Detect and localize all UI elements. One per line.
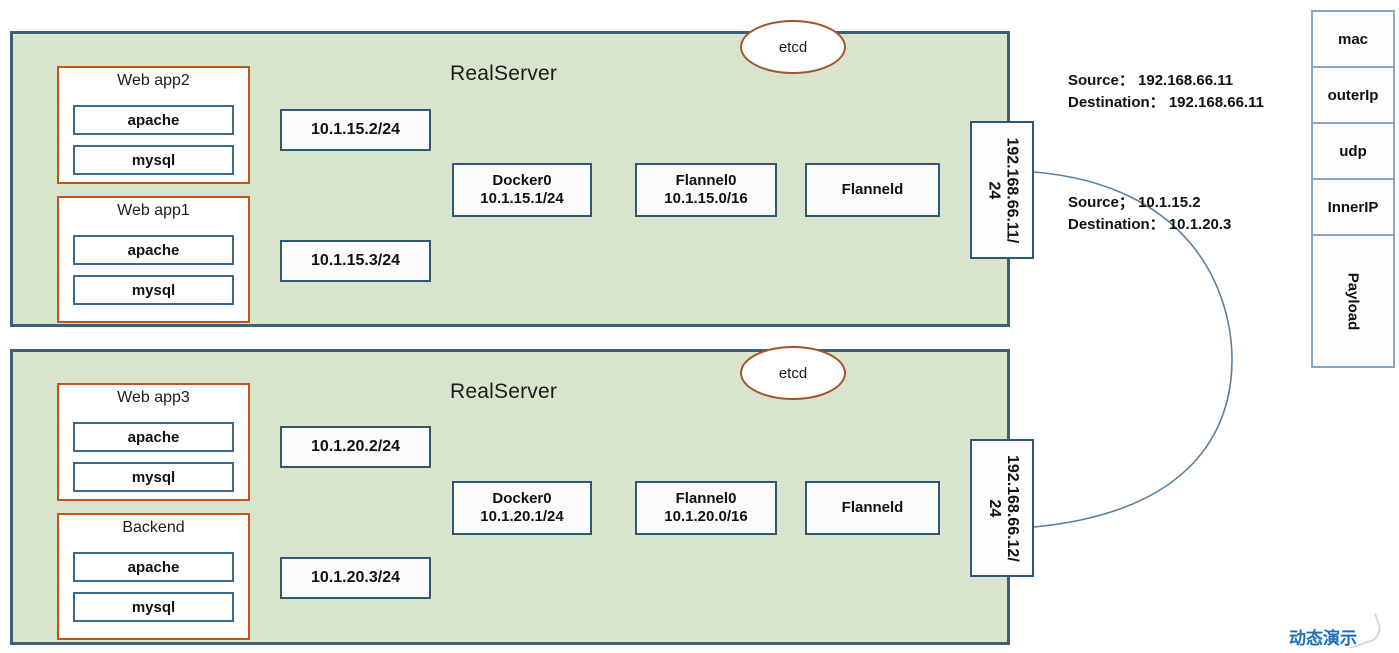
packet-field-payload: Payload	[1313, 236, 1393, 366]
host-ip-line2: 24	[985, 181, 1003, 199]
app-container-backend: Backend apache mysql	[57, 513, 250, 640]
docker0-box: Docker0 10.1.15.1/24	[452, 163, 592, 217]
packet-structure-stack: mac outerIp udp InnerIP Payload	[1311, 10, 1395, 368]
service-box-apache: apache	[73, 422, 234, 452]
inner-packet-annotation: Source； 10.1.15.2 Destination： 10.1.20.3	[1068, 192, 1231, 236]
flannel0-box: Flannel0 10.1.15.0/16	[635, 163, 777, 217]
flannel0-cidr: 10.1.15.0/16	[664, 190, 748, 207]
host-ip-box: 192.168.66.11/ 24	[970, 121, 1034, 259]
packet-field-udp: udp	[1313, 124, 1393, 180]
app-container-web-app2: Web app2 apache mysql	[57, 66, 250, 184]
wire-host-to-host-arc	[1033, 171, 1233, 528]
host-ip-box: 192.168.66.12/ 24	[970, 439, 1034, 577]
watermark-text: 动态演示	[1289, 629, 1357, 648]
outer-packet-annotation: Source： 192.168.66.11 Destination： 192.1…	[1068, 70, 1264, 114]
app-container-web-app1: Web app1 apache mysql	[57, 196, 250, 323]
service-box-apache: apache	[73, 235, 234, 265]
packet-field-innerip: InnerIP	[1313, 180, 1393, 236]
service-box-mysql: mysql	[73, 462, 234, 492]
service-box-mysql: mysql	[73, 592, 234, 622]
outer-source-label: Source： 192.168.66.11	[1068, 72, 1234, 89]
etcd-node: etcd	[740, 346, 846, 400]
flannel0-box: Flannel0 10.1.20.0/16	[635, 481, 777, 535]
server-panel-2-title: RealServer	[450, 380, 558, 403]
etcd-node: etcd	[740, 20, 846, 74]
docker0-name: Docker0	[492, 171, 552, 189]
host-ip-line1: 192.168.66.12/	[1003, 454, 1021, 562]
flannel0-name: Flannel0	[675, 489, 737, 507]
flannel0-name: Flannel0	[675, 171, 737, 189]
server-panel-1-title: RealServer	[450, 62, 558, 85]
app-container-title: Backend	[122, 519, 185, 536]
docker0-cidr: 10.1.15.1/24	[480, 190, 564, 207]
service-box-mysql: mysql	[73, 145, 234, 175]
app-container-title: Web app2	[117, 72, 190, 89]
host-ip-line1: 192.168.66.11/	[1003, 137, 1021, 243]
packet-field-payload-label: Payload	[1344, 272, 1362, 330]
host-ip-line2: 24	[985, 499, 1003, 517]
host-ip-text: 192.168.66.11/ 24	[984, 137, 1021, 243]
docker0-box: Docker0 10.1.20.1/24	[452, 481, 592, 535]
inner-destination-label: Destination： 10.1.20.3	[1068, 215, 1232, 233]
container-ip-box: 10.1.20.2/24	[280, 426, 431, 468]
flanneld-box: Flanneld	[805, 163, 940, 217]
inner-source-label: Source； 10.1.15.2	[1068, 194, 1201, 211]
docker0-cidr: 10.1.20.1/24	[480, 508, 564, 525]
service-box-apache: apache	[73, 105, 234, 135]
app-container-title: Web app1	[117, 202, 190, 219]
docker0-name: Docker0	[492, 489, 552, 507]
service-box-apache: apache	[73, 552, 234, 582]
container-ip-box: 10.1.15.3/24	[280, 240, 431, 282]
container-ip-box: 10.1.20.3/24	[280, 557, 431, 599]
outer-destination-label: Destination： 192.168.66.11	[1068, 93, 1264, 111]
app-container-web-app3: Web app3 apache mysql	[57, 383, 250, 501]
packet-field-mac: mac	[1313, 12, 1393, 68]
packet-field-outerip: outerIp	[1313, 68, 1393, 124]
host-ip-text: 192.168.66.12/ 24	[984, 454, 1021, 562]
container-ip-box: 10.1.15.2/24	[280, 109, 431, 151]
app-container-title: Web app3	[117, 389, 190, 406]
service-box-mysql: mysql	[73, 275, 234, 305]
flannel0-cidr: 10.1.20.0/16	[664, 508, 748, 525]
flanneld-box: Flanneld	[805, 481, 940, 535]
